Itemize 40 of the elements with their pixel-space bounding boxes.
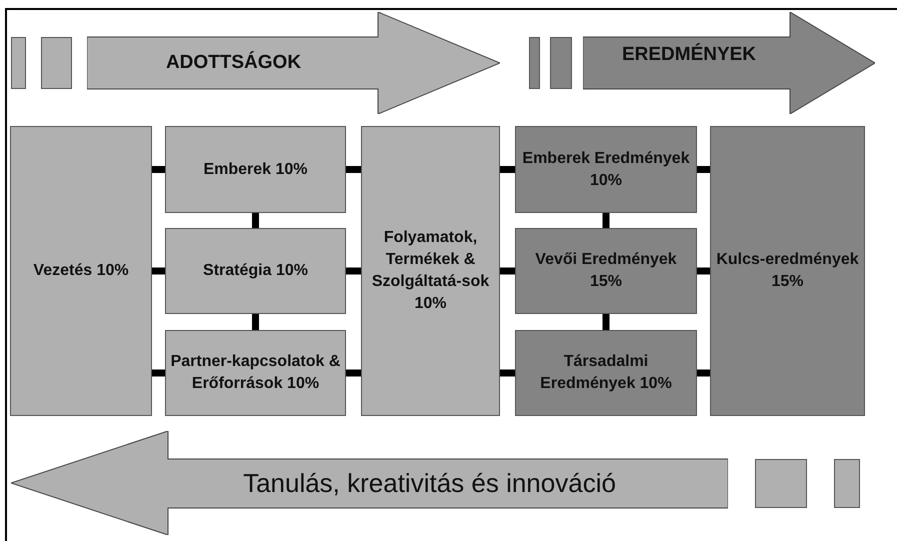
criterion-label: Emberek Eredmények 10% — [521, 148, 691, 190]
connector-bar — [697, 268, 710, 274]
criterion-box — [361, 126, 500, 416]
connector-bar — [152, 370, 165, 376]
criterion-label: Vezetés 10% — [33, 261, 129, 281]
criterion-box — [165, 330, 346, 416]
criterion-label: Folyamatok, Termékek & Szolgáltatá-sok 10% — [370, 228, 490, 314]
criterion-label: Stratégia 10% — [203, 261, 308, 281]
criterion-box — [515, 330, 697, 416]
connector-bar — [602, 213, 610, 228]
connector-bar — [697, 166, 710, 173]
criterion-label: Társadalmi Eredmények 10% — [539, 352, 673, 394]
arrow-label: ADOTTSÁGOK — [166, 52, 302, 74]
arrow-label: EREDMÉNYEK — [622, 44, 756, 66]
connector-bar — [152, 268, 165, 274]
criterion-box — [10, 126, 152, 416]
connector-bar — [500, 370, 515, 376]
criterion-box — [515, 126, 697, 213]
arrow-band — [87, 12, 500, 114]
criterion-label: Kulcs-eredmények 15% — [715, 250, 860, 292]
connector-bar — [602, 314, 610, 330]
criterion-box — [165, 126, 346, 213]
connector-bar — [252, 314, 259, 330]
connector-bar — [500, 268, 515, 274]
connector-bar — [500, 166, 515, 173]
connector-bar — [346, 370, 361, 376]
connector-bar — [346, 166, 361, 173]
connector-bar — [697, 370, 710, 376]
arrow-band — [583, 12, 875, 114]
connector-bar — [252, 213, 259, 228]
criterion-label: Vevői Eredmények 15% — [534, 250, 678, 292]
criterion-box — [515, 228, 697, 314]
connector-bar — [152, 166, 165, 173]
criterion-box — [165, 228, 346, 314]
arrow-label: Tanulás, kreativitás és innováció — [243, 468, 616, 498]
connector-bar — [346, 268, 361, 274]
criterion-label: Emberek 10% — [203, 160, 308, 180]
criterion-box — [710, 126, 865, 416]
arrow-band — [11, 431, 728, 535]
criterion-label: Partner-kapcsolatok & Erőforrások 10% — [170, 352, 342, 394]
